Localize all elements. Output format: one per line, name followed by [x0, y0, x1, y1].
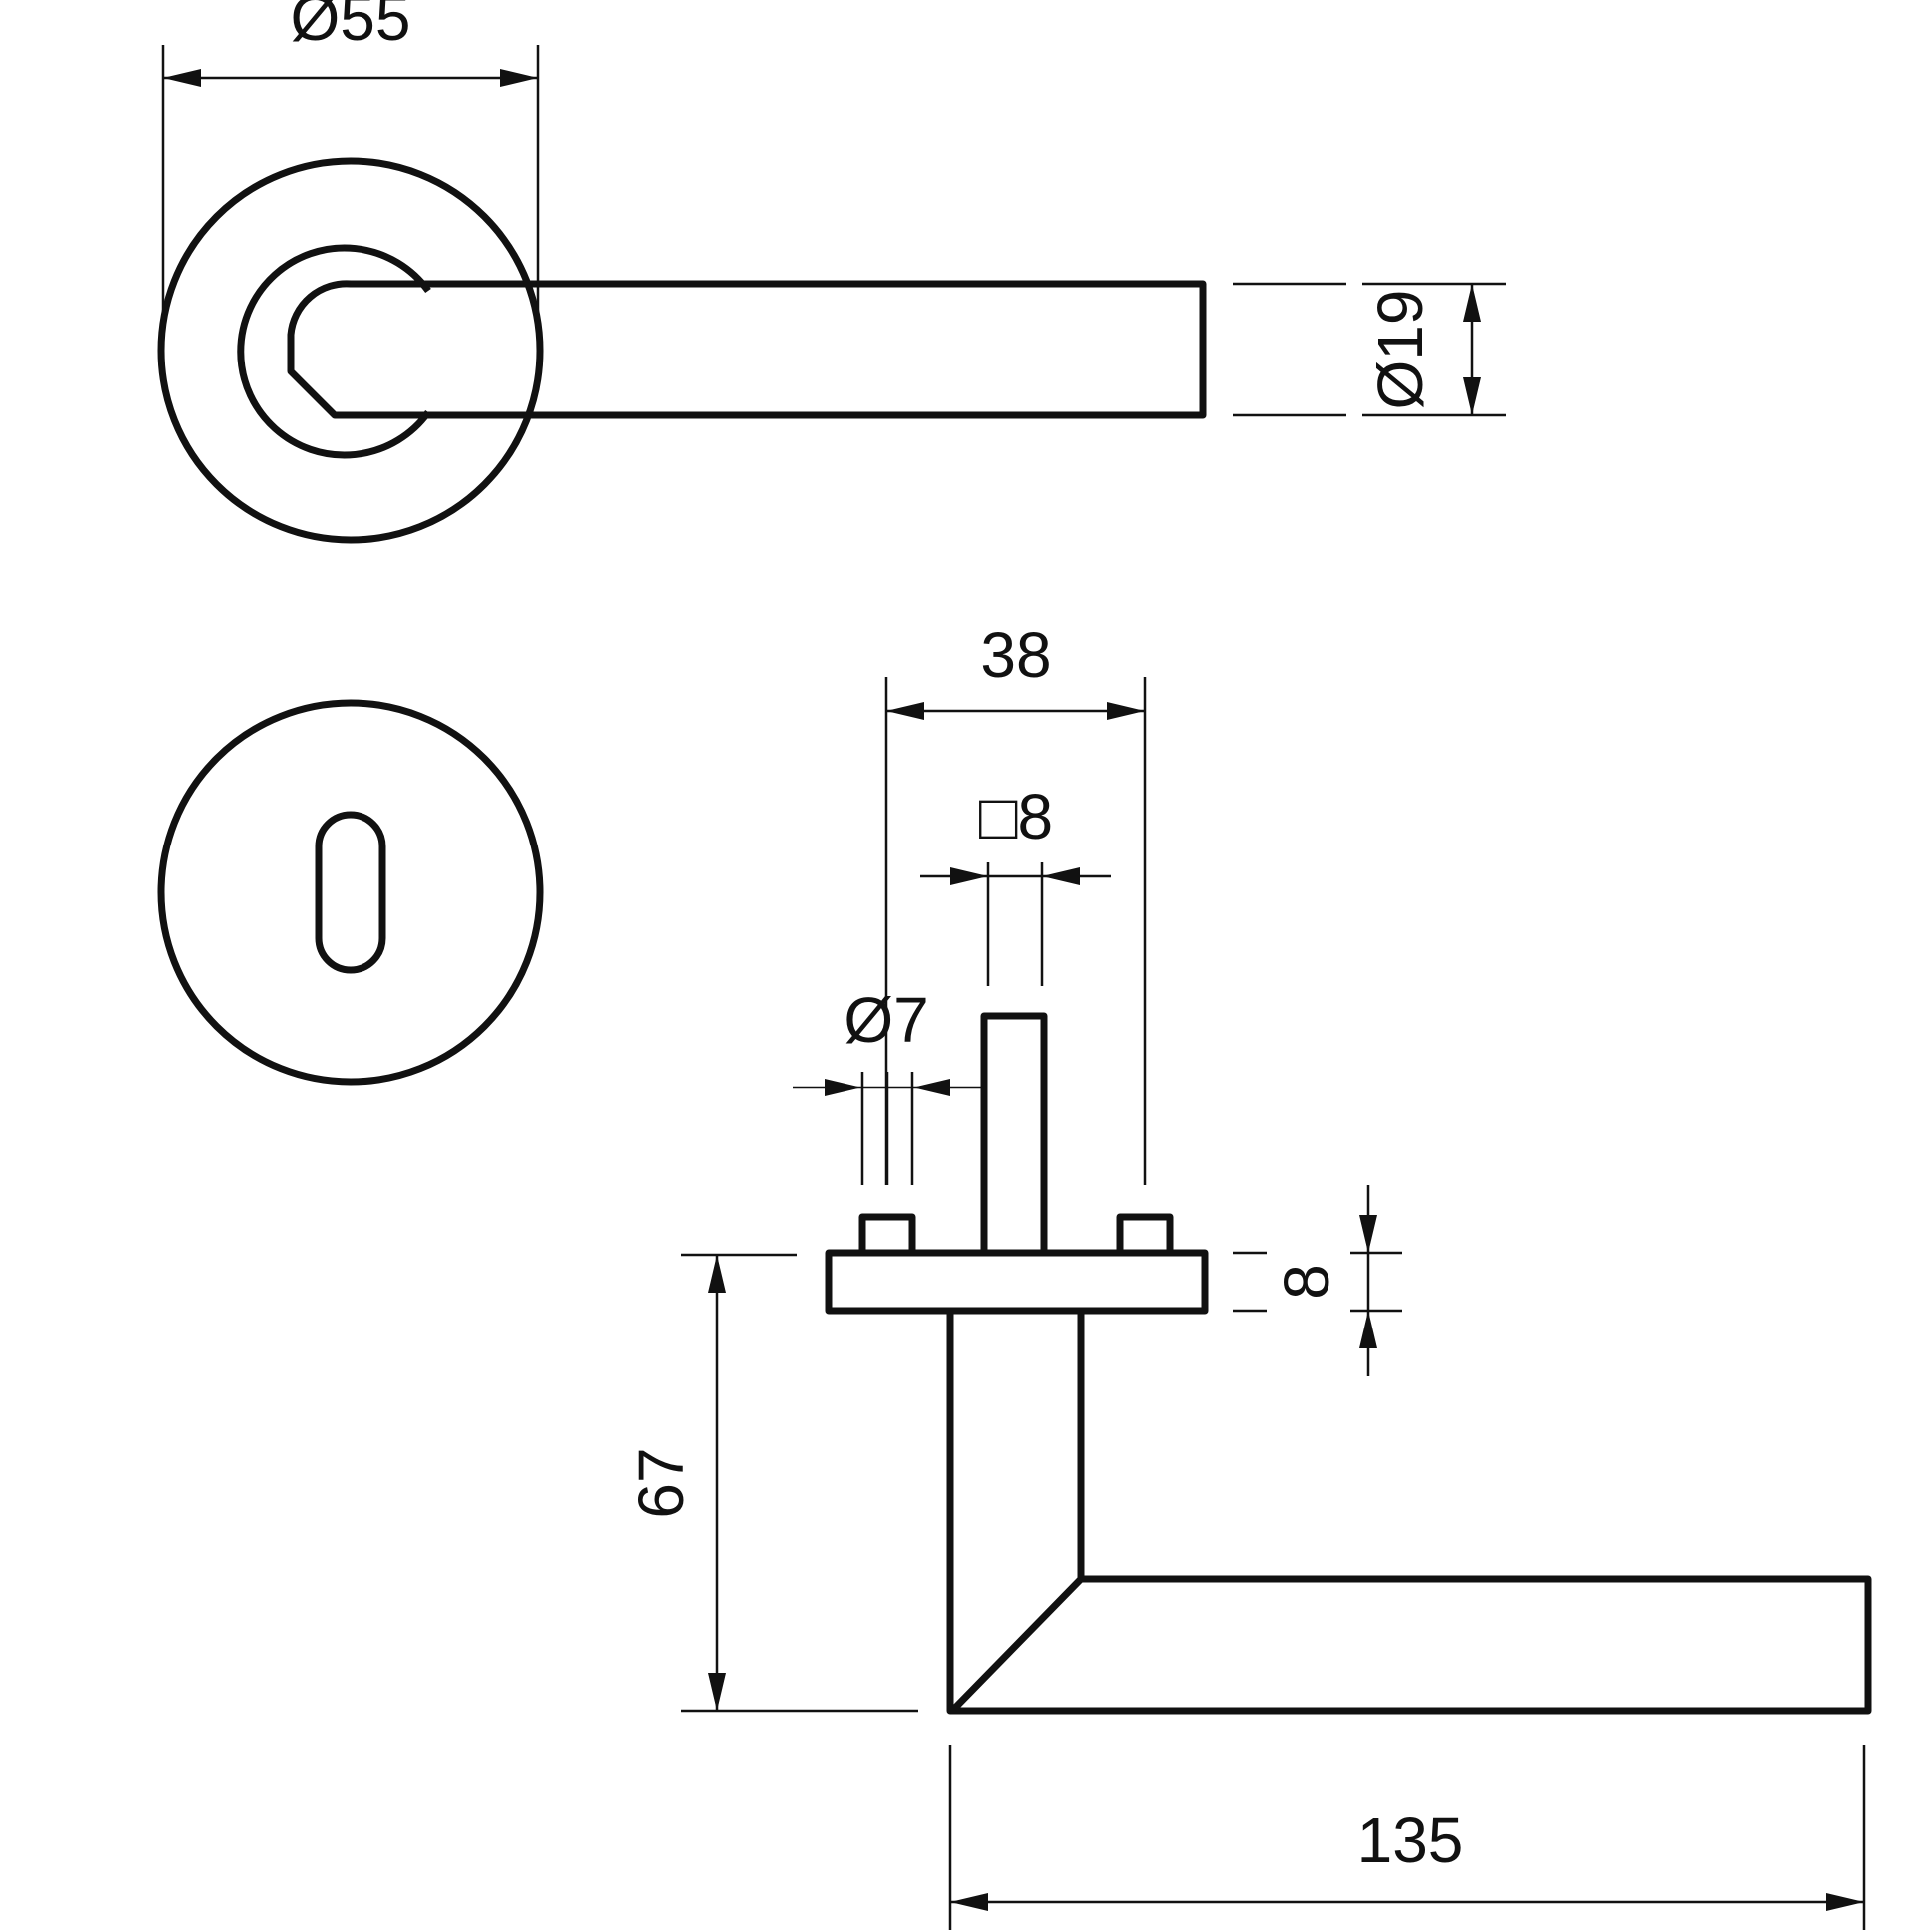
arrow-head	[825, 1079, 862, 1096]
rose-outer-circle	[157, 157, 544, 544]
arrow-head	[1463, 284, 1481, 322]
lever-outline	[287, 280, 1207, 419]
arrow-head	[1463, 377, 1481, 415]
dimension-label: Ø55	[291, 0, 411, 54]
rose-plate	[825, 1249, 1209, 1315]
arrow-head	[950, 1893, 988, 1911]
arrow-head	[1826, 1893, 1864, 1911]
arrow-head	[500, 69, 538, 87]
arrow-head	[1042, 867, 1080, 885]
dimension-label: □8	[979, 781, 1053, 852]
arrow-head	[950, 867, 988, 885]
handle-side-view	[825, 1012, 1872, 1715]
dimension-handle-length: 135	[948, 1745, 1866, 1930]
fixing-pin-left	[858, 1213, 916, 1257]
escutcheon-circle	[157, 699, 544, 1086]
arrow-head	[708, 1673, 726, 1711]
dimension-label: 135	[1357, 1805, 1464, 1876]
arrow-head	[1359, 1311, 1377, 1348]
arrow-head	[163, 69, 201, 87]
dimension-handle-height: 67	[625, 1253, 918, 1713]
dimension-spindle-square: □8	[920, 781, 1111, 986]
arrow-head	[886, 702, 924, 720]
lever-miter-line	[951, 1576, 1084, 1712]
spindle	[980, 1012, 1048, 1257]
keyhole-slot	[315, 811, 386, 974]
dimension-label: 38	[980, 619, 1051, 691]
dimension-label: Ø7	[844, 984, 928, 1056]
dimension-rose-diameter: Ø55	[161, 0, 540, 351]
dimension-rose-width: 38	[884, 619, 1147, 1185]
arrow-head	[1107, 702, 1145, 720]
dimension-label: Ø19	[1364, 290, 1436, 410]
rose-inner-ring	[237, 244, 431, 459]
dimension-handle-diameter: Ø19	[1233, 282, 1506, 417]
arrow-head	[708, 1255, 726, 1293]
dimension-label: 8	[1271, 1264, 1342, 1300]
lever-side-outline	[946, 1311, 1872, 1715]
dimension-label: 67	[625, 1447, 697, 1518]
handle-top-view	[157, 157, 1207, 544]
key-escutcheon	[157, 699, 544, 1086]
dimension-pin-diameter: Ø7	[793, 984, 982, 1185]
arrow-head	[912, 1079, 950, 1096]
arrow-head	[1359, 1215, 1377, 1253]
dimension-rose-thickness: 8	[1233, 1185, 1402, 1376]
fixing-pin-right	[1116, 1213, 1174, 1257]
